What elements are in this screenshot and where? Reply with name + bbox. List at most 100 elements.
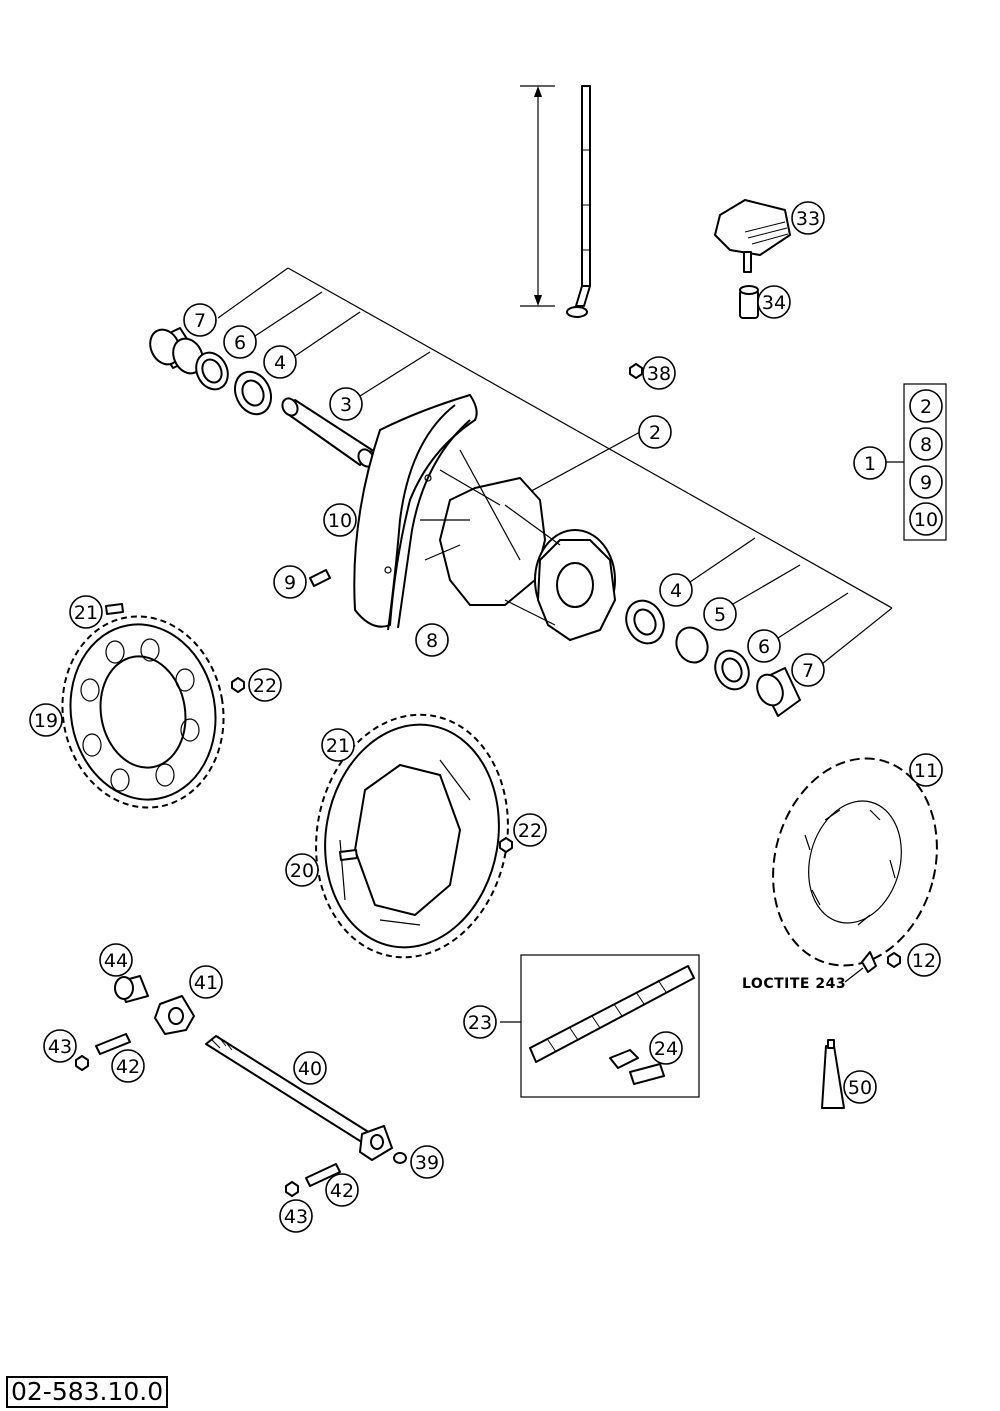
loctite-label: LOCTITE 243 (742, 976, 847, 992)
spacer-right (756, 667, 801, 717)
svg-text:2: 2 (649, 422, 661, 444)
callout-7-right: 7 (791, 653, 825, 687)
callout-24: 24 (649, 1031, 683, 1065)
svg-text:2: 2 (920, 396, 932, 418)
spoke (566, 85, 591, 318)
callout-43-left: 43 (43, 1029, 77, 1063)
chain-box (500, 954, 700, 1098)
sprocket-nut-22b (499, 837, 513, 853)
callout-42-right: 42 (325, 1173, 359, 1207)
small-nut-38 (629, 363, 643, 379)
svg-text:4: 4 (670, 580, 682, 602)
svg-text:43: 43 (284, 1206, 308, 1228)
svg-text:6: 6 (758, 636, 770, 658)
callout-kit-10: 10 (909, 502, 943, 536)
circlip-right (675, 626, 709, 664)
svg-text:39: 39 (415, 1152, 439, 1174)
disc-screw (861, 951, 901, 973)
callout-19: 19 (29, 703, 63, 737)
spacer-left (149, 327, 204, 375)
chain-adjuster-41 (154, 995, 195, 1035)
svg-text:7: 7 (194, 310, 206, 332)
adjuster-bolt-42a (95, 1033, 131, 1055)
callout-21-right: 21 (321, 728, 355, 762)
callout-4-right: 4 (659, 573, 693, 607)
svg-text:41: 41 (194, 972, 218, 994)
callout-4-left: 4 (263, 345, 297, 379)
svg-text:5: 5 (714, 604, 726, 626)
callout-12: 12 (907, 943, 941, 977)
axle-nut-44 (114, 975, 149, 1003)
svg-text:10: 10 (914, 509, 938, 531)
svg-text:33: 33 (796, 208, 820, 230)
rim (353, 394, 478, 631)
svg-text:22: 22 (518, 820, 542, 842)
callout-1: 1 (853, 446, 887, 480)
sprocket-bolt-21a (105, 603, 124, 615)
callout-kit-8: 8 (909, 427, 943, 461)
svg-text:50: 50 (848, 1077, 872, 1099)
svg-text:23: 23 (468, 1012, 492, 1034)
svg-text:4: 4 (274, 352, 286, 374)
callout-6-right: 6 (747, 629, 781, 663)
callout-8: 8 (415, 623, 449, 657)
axle (205, 1035, 393, 1161)
svg-text:21: 21 (326, 735, 350, 757)
svg-text:1: 1 (864, 453, 876, 475)
callout-9: 9 (273, 565, 307, 599)
svg-text:8: 8 (426, 630, 438, 652)
rim-lock (714, 199, 791, 273)
callout-22-right: 22 (513, 813, 547, 847)
callout-22-left: 22 (248, 668, 282, 702)
grease-tube (821, 1039, 845, 1109)
callout-42-left: 42 (111, 1049, 145, 1083)
callout-3: 3 (329, 387, 363, 421)
svg-text:7: 7 (802, 660, 814, 682)
callout-10: 10 (323, 503, 357, 537)
seal-left (195, 351, 229, 391)
svg-text:44: 44 (104, 950, 128, 972)
svg-text:42: 42 (330, 1180, 354, 1202)
callout-38: 38 (642, 356, 676, 390)
nipple-screw (309, 569, 331, 587)
callout-20: 20 (285, 853, 319, 887)
axle-washer-39 (393, 1152, 407, 1164)
callout-2: 2 (638, 415, 672, 449)
callout-7-left: 7 (183, 303, 217, 337)
brake-disc (772, 757, 938, 967)
svg-text:11: 11 (914, 760, 938, 782)
callout-44: 44 (99, 943, 133, 977)
rim-lock-nut (739, 285, 759, 319)
sprocket-bolt-21b (339, 849, 358, 861)
callouts: 7 6 4 3 2 10 9 8 4 5 6 7 33 34 38 1 2 8 … (29, 201, 943, 1233)
callout-6-left: 6 (223, 325, 257, 359)
drawing-number: 02-583.10.0 (6, 1376, 169, 1408)
adjuster-nut-43a (75, 1055, 89, 1071)
callout-50: 50 (843, 1070, 877, 1104)
adjuster-nut-43b (285, 1181, 299, 1197)
svg-text:24: 24 (654, 1038, 678, 1060)
adjuster-bolt-42b (305, 1163, 341, 1187)
callout-34: 34 (757, 285, 791, 319)
svg-text:9: 9 (284, 572, 296, 594)
svg-text:9: 9 (920, 472, 932, 494)
callout-40: 40 (293, 1051, 327, 1085)
svg-text:3: 3 (340, 394, 352, 416)
svg-text:19: 19 (34, 710, 58, 732)
sprocket-20 (315, 713, 509, 959)
chain-master-link (609, 1049, 665, 1085)
sprocket-nut-22a (231, 677, 245, 693)
svg-text:22: 22 (253, 675, 277, 697)
svg-text:8: 8 (920, 434, 932, 456)
svg-text:20: 20 (290, 860, 314, 882)
svg-text:38: 38 (647, 363, 671, 385)
callout-21-left: 21 (69, 595, 103, 629)
svg-text:10: 10 (328, 510, 352, 532)
callout-11: 11 (909, 753, 943, 787)
svg-text:43: 43 (48, 1036, 72, 1058)
callout-kit-9: 9 (909, 465, 943, 499)
svg-text:42: 42 (116, 1056, 140, 1078)
svg-text:6: 6 (234, 332, 246, 354)
callout-33: 33 (791, 201, 825, 235)
